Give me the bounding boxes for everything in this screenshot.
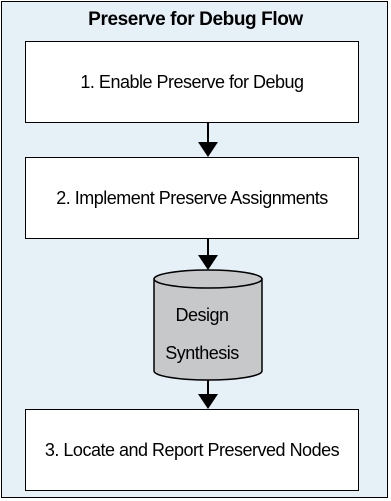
database-label-line2: Synthesis bbox=[165, 343, 239, 363]
step-implement-assignments-box: 2. Implement Preserve Assignments bbox=[25, 157, 359, 239]
arrow-step2-to-database bbox=[198, 239, 218, 270]
step-1-label: 1. Enable Preserve for Debug bbox=[80, 71, 304, 92]
arrow-step1-to-step2 bbox=[198, 123, 218, 157]
diagram-title: Preserve for Debug Flow bbox=[88, 9, 303, 30]
arrow-database-to-step3 bbox=[198, 380, 218, 409]
database-label-line1: Design bbox=[175, 305, 229, 325]
step-2-label: 2. Implement Preserve Assignments bbox=[56, 187, 328, 208]
database-cylinder bbox=[153, 269, 263, 381]
step-locate-report-box: 3. Locate and Report Preserved Nodes bbox=[25, 409, 359, 491]
step-enable-preserve-box: 1. Enable Preserve for Debug bbox=[25, 41, 359, 123]
step-3-label: 3. Locate and Report Preserved Nodes bbox=[44, 439, 340, 460]
